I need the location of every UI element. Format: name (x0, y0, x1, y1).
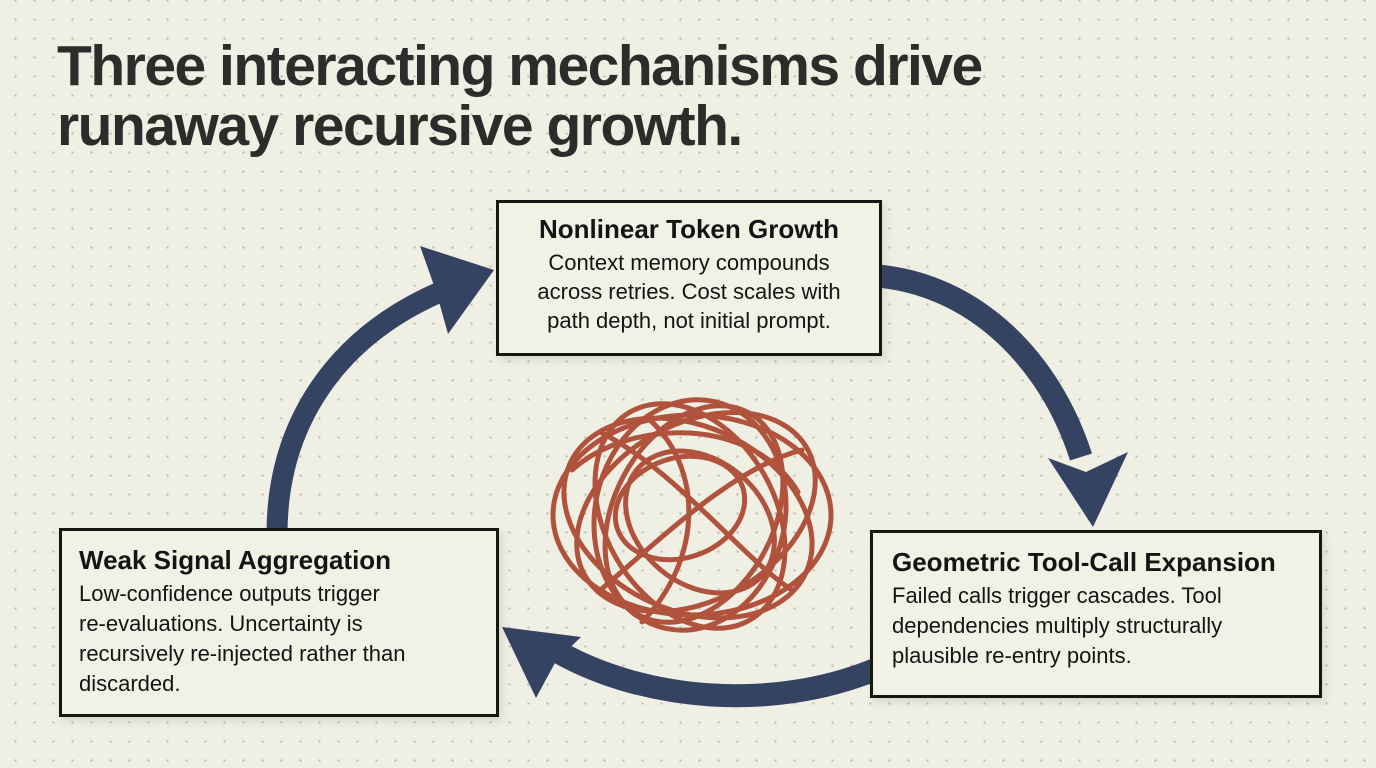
curved-arrow-left-icon (502, 627, 879, 708)
node-geometric-tool-call-expansion: Geometric Tool-Call Expansion Failed cal… (870, 530, 1322, 698)
page-title: Three interacting mechanisms drive runaw… (57, 34, 983, 158)
node-body: Failed calls trigger cascades. Tool depe… (892, 583, 1223, 668)
curved-arrow-up-right-icon (266, 246, 494, 535)
node-nonlinear-token-growth: Nonlinear Token Growth Context memory co… (496, 200, 882, 356)
tangle-scribble-icon (550, 397, 834, 633)
node-title: Geometric Tool-Call Expansion (892, 547, 1276, 577)
node-body: Low-confidence outputs trigger re-evalua… (79, 581, 406, 696)
node-title: Weak Signal Aggregation (79, 545, 392, 575)
node-title: Nonlinear Token Growth (539, 214, 839, 244)
node-body: Context memory compounds across retries.… (537, 250, 841, 333)
node-weak-signal-aggregation: Weak Signal Aggregation Low-confidence o… (59, 528, 499, 717)
curved-arrow-down-icon (876, 264, 1128, 527)
